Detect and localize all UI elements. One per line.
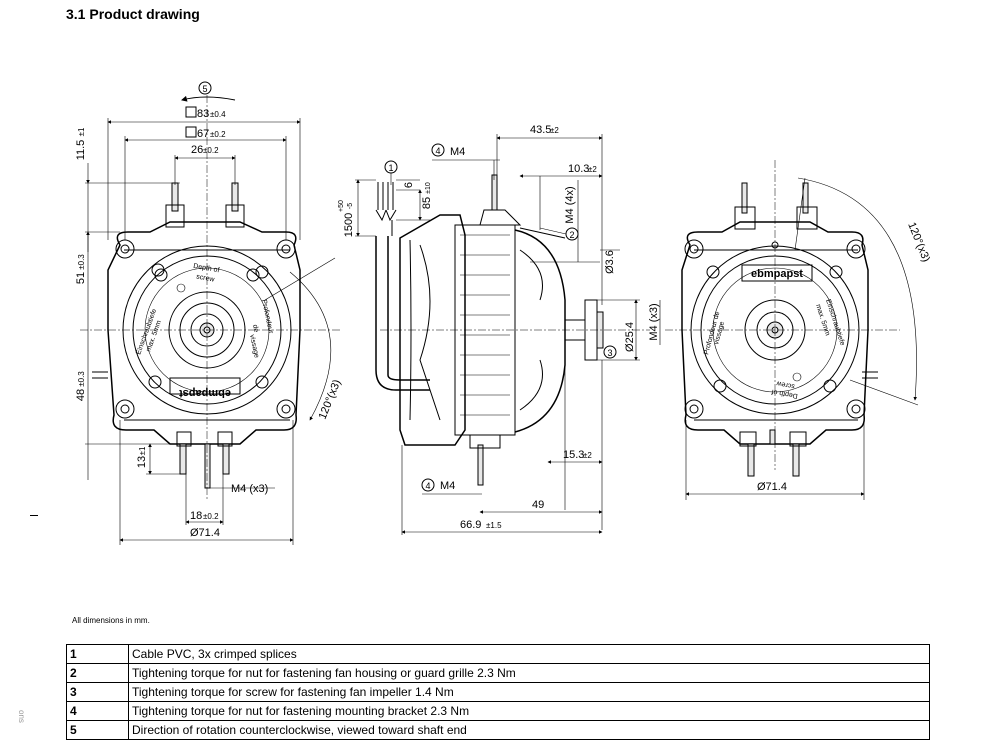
legend-text: Tightening torque for nut for fastening … [128, 663, 930, 683]
front-profondeur-label-2: de [251, 324, 259, 333]
rear-depth-label-1: Depth of [771, 388, 798, 399]
dim-51-tol: ±0.3 [77, 254, 86, 270]
product-drawing: Depth of screw Profondeur de vissage Ein… [75, 81, 932, 545]
dim-13: 13 [136, 456, 148, 468]
legend-row: 1 Cable PVC, 3x crimped splices [66, 644, 930, 664]
stator-lamination [460, 234, 510, 416]
dim-front-71-4: Ø71.4 [190, 527, 220, 539]
dim-18-tol: ±0.2 [203, 512, 219, 521]
dim-10-3: 10.3 [568, 163, 589, 175]
side-mark-line [30, 515, 38, 516]
dim-26-tol: ±0.2 [203, 146, 219, 155]
dim-11-5: 11.5 [75, 140, 87, 161]
side-view: 1 4 M4 2 3 4 M4 1500 +50 -5 6 85 ±10 43.… [338, 124, 661, 535]
vertical-side-mark: ons [17, 710, 26, 723]
legend-row: 3 Tightening torque for screw for fasten… [66, 682, 930, 702]
legend-table: 1 Cable PVC, 3x crimped splices 2 Tighte… [66, 644, 930, 740]
dim-18: 18 [190, 510, 202, 522]
front-profondeur-label-1: Profondeur [260, 299, 274, 335]
dim-48: 48 [75, 389, 87, 401]
dim-10-3-tol: ±2 [588, 165, 597, 174]
rear-angle: 120°(x3) [905, 221, 932, 264]
callout-1: 1 [388, 163, 393, 173]
dim-3-6: Ø3.6 [604, 250, 616, 274]
page-title: 3.1 Product drawing [66, 6, 200, 22]
side-m4-bottom: M4 [440, 480, 455, 492]
callout-4-top: 4 [435, 146, 440, 156]
dim-11-5-tol: ±1 [77, 127, 86, 136]
front-brand-label: ebmpapst [179, 387, 231, 399]
dim-1500-tol-minus: -5 [347, 203, 354, 209]
legend-text: Cable PVC, 3x crimped splices [128, 644, 930, 664]
dim-49: 49 [532, 499, 544, 511]
legend-num: 4 [66, 701, 129, 721]
legend-text: Direction of rotation counterclockwise, … [128, 720, 930, 740]
dim-48-tol: ±0.3 [77, 371, 86, 387]
legend-num: 1 [66, 644, 129, 664]
legend-num: 5 [66, 720, 129, 740]
rear-brand-label: ebmpapst [751, 268, 803, 280]
dim-66-9: 66.9 [460, 519, 481, 531]
dim-side-m4x3: M4 (x3) [648, 303, 660, 340]
dim-15-3-tol: ±2 [583, 451, 592, 460]
dim-sq83: 83 [197, 108, 209, 120]
legend-text: Tightening torque for nut for fastening … [128, 701, 930, 721]
front-angle: 120°(x3) [317, 378, 344, 421]
dim-13-tol: ±1 [138, 446, 147, 455]
dim-6: 6 [403, 182, 415, 188]
side-m4-top: M4 [450, 146, 465, 158]
rear-view: ebmpapst Profondeur de vissage Einschrau… [665, 160, 932, 500]
rear-depth-label-2: screw [775, 379, 795, 389]
front-view: Depth of screw Profondeur de vissage Ein… [75, 81, 344, 545]
dim-85: 85 [421, 197, 433, 209]
callout-5: 5 [202, 84, 207, 94]
dimensions-note: All dimensions in mm. [72, 616, 150, 625]
callout-4-bottom: 4 [425, 481, 430, 491]
front-profondeur-label-3: vissage [248, 334, 260, 359]
legend-row: 4 Tightening torque for nut for fastenin… [66, 701, 930, 721]
dim-sq67-tol: ±0.2 [210, 130, 226, 139]
dim-26: 26 [191, 144, 203, 156]
dim-front-m4x3: M4 (x3) [231, 483, 268, 495]
legend-num: 2 [66, 663, 129, 683]
dim-66-9-tol: ±1.5 [486, 521, 502, 530]
dim-15-3: 15.3 [563, 449, 584, 461]
legend-text: Tightening torque for screw for fastenin… [128, 682, 930, 702]
dim-rear-71-4: Ø71.4 [757, 481, 787, 493]
legend-num: 3 [66, 682, 129, 702]
dim-25-4: Ø25.4 [624, 322, 636, 352]
dim-sq67: 67 [197, 128, 209, 140]
front-depth-label-2: screw [196, 273, 216, 283]
dim-43-5-tol: ±2 [550, 126, 559, 135]
dim-m4x4: M4 (4x) [564, 186, 576, 223]
dim-51: 51 [75, 272, 87, 284]
legend-row: 2 Tightening torque for nut for fastenin… [66, 663, 930, 683]
dim-1500-tol-plus: +50 [338, 200, 345, 212]
dim-1500: 1500 [343, 213, 355, 237]
callout-2: 2 [569, 230, 574, 240]
legend-row: 5 Direction of rotation counterclockwise… [66, 720, 930, 740]
front-depth-label-1: Depth of [193, 263, 220, 274]
dim-sq83-tol: ±0.4 [210, 110, 226, 119]
dim-85-tol: ±10 [425, 182, 432, 194]
dim-43-5: 43.5 [530, 124, 551, 136]
callout-3: 3 [607, 348, 612, 358]
